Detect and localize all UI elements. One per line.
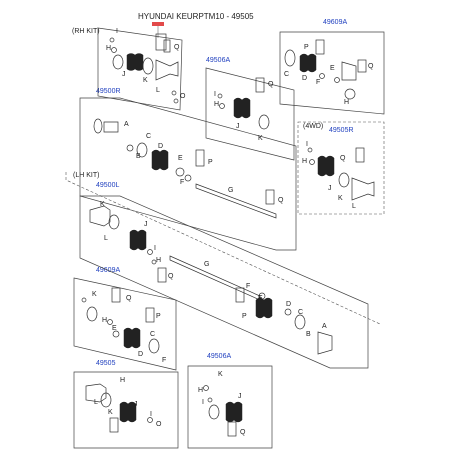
n-label-H: H — [120, 377, 125, 384]
l-label-C: C — [298, 309, 303, 316]
c-label-E: E — [178, 155, 183, 162]
panel-4wd — [297, 121, 385, 215]
b-label-H: H — [214, 101, 219, 108]
o-label-H: H — [198, 387, 203, 394]
m-label-H: H — [102, 317, 107, 324]
n-label-I: I — [150, 411, 152, 418]
l-label-H: H — [156, 257, 161, 264]
a-label-E: E — [330, 65, 335, 72]
l-label-L: L — [104, 235, 108, 242]
m-label-C: C — [150, 331, 155, 338]
49505-bottom-parts — [85, 383, 153, 433]
m-label-Q: Q — [126, 295, 132, 302]
c-label-C: C — [146, 133, 151, 140]
l-label-Q: Q — [168, 273, 174, 280]
a-label-P: P — [304, 44, 309, 51]
rh-kit-parts — [109, 33, 179, 104]
m-label-P: P — [156, 313, 161, 320]
o-label-J: J — [238, 393, 242, 400]
49506A-bottom-parts — [203, 385, 243, 437]
a-label-H: H — [344, 99, 349, 106]
panel-rh-kit — [97, 27, 183, 111]
ref-49500R[interactable]: 49500R — [96, 88, 121, 95]
w-label-K: K — [338, 195, 343, 202]
4wd-parts — [307, 147, 375, 201]
rh-label-K: K — [143, 77, 148, 84]
n-label-J: J — [134, 401, 138, 408]
w-label-L: L — [352, 203, 356, 210]
m-label-F: F — [162, 357, 166, 364]
4wd-label: (4WD) — [303, 123, 323, 130]
rh-kit-label: (RH KIT) — [72, 28, 100, 35]
ref-49506A-top[interactable]: 49506A — [206, 57, 230, 64]
l-label-A: A — [322, 323, 327, 330]
rh-label-J: J — [122, 71, 126, 78]
lh-kit-label: (LH KIT) — [73, 172, 99, 179]
rh-label-I: I — [116, 28, 118, 35]
panel-49500L — [79, 195, 369, 369]
rh-label-Q: Q — [174, 44, 180, 51]
o-label-Q: Q — [240, 429, 246, 436]
49500L-parts — [89, 205, 333, 355]
l-label-I: I — [154, 245, 156, 252]
panel-49609A-mid — [73, 277, 177, 371]
ref-49505R[interactable]: 49505R — [329, 127, 354, 134]
a-label-D: D — [302, 75, 307, 82]
m-label-D: D — [138, 351, 143, 358]
c-label-Q: Q — [278, 197, 284, 204]
ref-49506A-bot[interactable]: 49506A — [207, 353, 231, 360]
rh-label-L: L — [156, 87, 160, 94]
n-label-L: L — [94, 399, 98, 406]
panel-49506A-bottom — [187, 365, 273, 449]
b-label-K: K — [258, 135, 263, 142]
l-label-K: K — [100, 201, 105, 208]
m-label-K: K — [92, 291, 97, 298]
w-label-Q: Q — [340, 155, 346, 162]
title-highlight-marker — [152, 22, 164, 26]
49506A-top-parts — [217, 77, 270, 130]
n-label-K: K — [108, 409, 113, 416]
panel-49609A-top — [279, 31, 385, 115]
l-label-B: B — [306, 331, 311, 338]
ref-49505-bot[interactable]: 49505 — [96, 360, 116, 367]
l-label-G: G — [204, 261, 209, 268]
49500R-parts — [93, 118, 277, 219]
49609A-top-parts — [284, 39, 367, 100]
c-label-A: A — [124, 121, 129, 128]
b-label-J: J — [236, 123, 240, 130]
l-label-E: E — [258, 295, 263, 302]
c-label-D: D — [158, 143, 163, 150]
panel-49505-bottom — [73, 371, 179, 449]
ref-49500L[interactable]: 49500L — [96, 182, 119, 189]
w-label-J: J — [328, 185, 332, 192]
w-label-H: H — [302, 158, 307, 165]
l-label-F: F — [246, 283, 250, 290]
ref-49609A-top[interactable]: 49609A — [323, 19, 347, 26]
b-label-I: I — [214, 91, 216, 98]
l-label-P: P — [242, 313, 247, 320]
c-label-G: G — [228, 187, 233, 194]
panel-49500R — [79, 97, 297, 251]
b-label-Q: Q — [268, 81, 274, 88]
rh-label-H: H — [106, 45, 111, 52]
a-label-F: F — [316, 79, 320, 86]
o-label-K: K — [218, 371, 223, 378]
rh-label-O: O — [180, 93, 186, 100]
m-label-E: E — [112, 325, 117, 332]
c-label-P: P — [208, 159, 213, 166]
c-label-B: B — [136, 153, 141, 160]
49609A-mid-parts — [81, 287, 160, 354]
diagram-title: HYUNDAI KEURPTM10 - 49505 — [138, 12, 254, 21]
n-label-O: O — [156, 421, 162, 428]
panel-49506A-top — [205, 67, 295, 161]
o-label-I: I — [202, 399, 204, 406]
l-label-J: J — [144, 221, 148, 228]
w-label-I: I — [306, 141, 308, 148]
a-label-C: C — [284, 71, 289, 78]
l-label-D: D — [286, 301, 291, 308]
a-label-Q: Q — [368, 63, 374, 70]
lh-divider — [65, 172, 381, 325]
c-label-F: F — [180, 179, 184, 186]
